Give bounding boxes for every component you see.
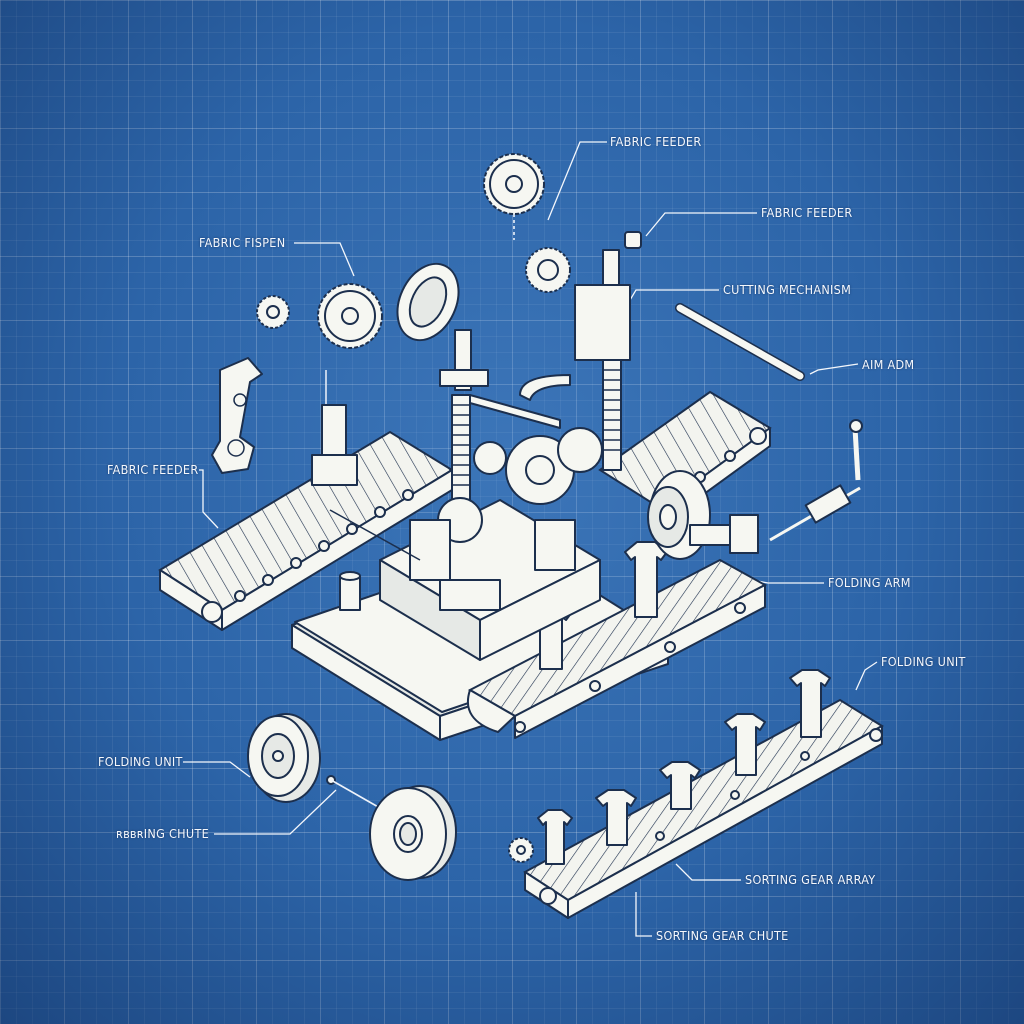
left-clamp bbox=[311, 370, 358, 486]
label-fabric-feeder-right: FABRIC FEEDER bbox=[761, 205, 853, 220]
leader-lines bbox=[183, 141, 878, 937]
label-stacking-chute: ʀʙʙʀING CHUTE bbox=[116, 826, 210, 841]
press-columns bbox=[439, 249, 631, 506]
floating-rod bbox=[675, 303, 805, 381]
gearbox bbox=[329, 427, 603, 661]
label-folding-unit-right: FOLDING UNIT bbox=[881, 654, 966, 669]
label-sorting-gear-array: SORTING GEAR ARRAY bbox=[745, 872, 876, 887]
label-folding-arm: FOLDING ARM bbox=[828, 575, 911, 590]
chute-wheel bbox=[369, 785, 457, 881]
label-aim-adm: AIM ADM bbox=[862, 357, 915, 372]
label-fabric-feeder-left: FABRIC FEEDER bbox=[107, 462, 199, 477]
folding-unit-wheel bbox=[247, 713, 381, 809]
label-fabric-fispen: FABRIC FISPEN bbox=[199, 235, 286, 250]
drum-roller bbox=[647, 470, 759, 560]
sorting-conveyor bbox=[508, 669, 884, 919]
label-cutting-mechanism: CUTTING MECHANISM bbox=[723, 282, 852, 297]
label-sorting-gear-chute: SORTING GEAR CHUTE bbox=[656, 928, 789, 943]
left-conveyor bbox=[158, 430, 454, 631]
label-folding-unit-left: FOLDING UNIT bbox=[98, 754, 183, 769]
floating-gears bbox=[256, 153, 642, 349]
floating-arm-left bbox=[211, 357, 263, 474]
base-post bbox=[339, 571, 361, 611]
folding-arm-part bbox=[769, 419, 863, 542]
label-fabric-feeder-top: FABRIC FEEDER bbox=[610, 134, 702, 149]
